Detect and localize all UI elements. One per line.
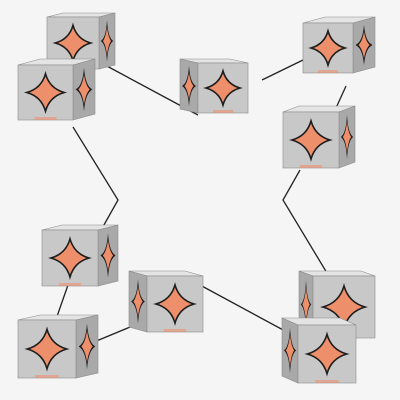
puzzle-cube[interactable] (128, 270, 204, 333)
puzzle-cube[interactable] (302, 16, 376, 74)
puzzle-cube[interactable] (282, 105, 356, 169)
four-point-star-icon (24, 326, 70, 372)
connector-line (335, 85, 347, 109)
four-point-star-icon (284, 327, 296, 374)
puzzle-cube[interactable] (179, 58, 249, 114)
four-point-star-icon (100, 20, 114, 62)
cube-rim-mark (315, 380, 339, 383)
four-point-star-icon (48, 236, 92, 280)
four-point-star-icon (203, 68, 243, 108)
cube-rim-mark (58, 283, 82, 286)
cube-rim-mark (213, 110, 233, 113)
four-point-star-icon (23, 70, 68, 115)
four-point-star-icon (78, 323, 96, 370)
cube-layer (17, 12, 376, 384)
connector-line (261, 59, 304, 81)
puzzle-cube[interactable] (17, 314, 99, 379)
cube-rim-mark (34, 117, 57, 120)
puzzle-cube[interactable] (281, 317, 357, 384)
cube-rim-mark (35, 375, 59, 378)
cube-rim-mark (299, 165, 323, 168)
cube-rim-mark (318, 70, 338, 73)
four-point-star-icon (182, 65, 196, 107)
connector-line (282, 169, 331, 279)
four-point-star-icon (289, 118, 333, 162)
four-point-star-icon (304, 331, 350, 377)
four-point-star-icon (340, 114, 354, 160)
cube-rim-mark (163, 329, 187, 332)
connector-line (72, 126, 119, 233)
four-point-star-icon (131, 279, 145, 324)
four-point-star-icon (153, 282, 197, 326)
four-point-star-icon (308, 28, 348, 68)
puzzle-cube[interactable] (17, 58, 96, 121)
four-point-star-icon (100, 233, 116, 278)
four-point-star-icon (75, 67, 93, 112)
connector-line (199, 284, 299, 339)
puzzle-cube[interactable] (41, 224, 119, 287)
four-point-star-icon (355, 24, 373, 66)
